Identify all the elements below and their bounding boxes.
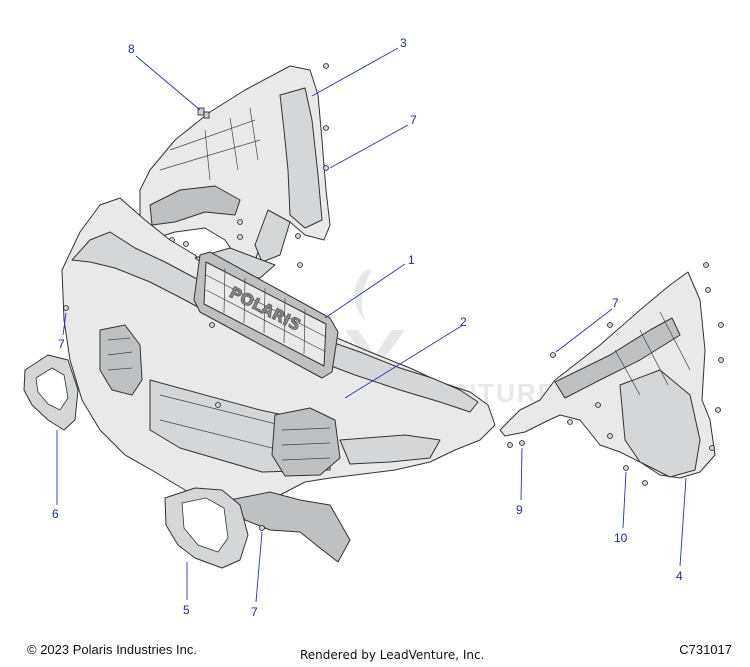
leader-lines [56, 47, 687, 603]
part-6-left-surround [23, 354, 79, 431]
callout-9: 9 [516, 503, 523, 517]
part-3-upper-panel [139, 63, 331, 271]
callout-5: 5 [183, 603, 190, 617]
callout-7-right: 7 [612, 296, 619, 310]
callout-7-bottom: 7 [251, 605, 258, 619]
callout-1: 1 [408, 253, 415, 267]
callout-7-upper: 7 [410, 113, 417, 127]
callouts: 1 2 3 4 5 6 7 7 7 7 8 9 10 [52, 36, 683, 619]
callout-10: 10 [614, 531, 628, 545]
drawing-number: C731017 [679, 642, 732, 657]
callout-3: 3 [400, 36, 407, 50]
copyright-notice: © 2023 Polaris Industries Inc. [27, 642, 197, 657]
callout-2: 2 [460, 315, 467, 329]
part-4-right-panel [499, 262, 724, 486]
callout-8: 8 [128, 42, 135, 56]
rendered-by-credit: Rendered by LeadVenture, Inc. [300, 648, 485, 662]
callout-4: 4 [676, 569, 683, 583]
part-1-grille: POLARIS [193, 251, 339, 379]
callout-7-left: 7 [58, 337, 65, 351]
part-5-lower-surround [164, 487, 249, 569]
callout-6: 6 [52, 507, 59, 521]
